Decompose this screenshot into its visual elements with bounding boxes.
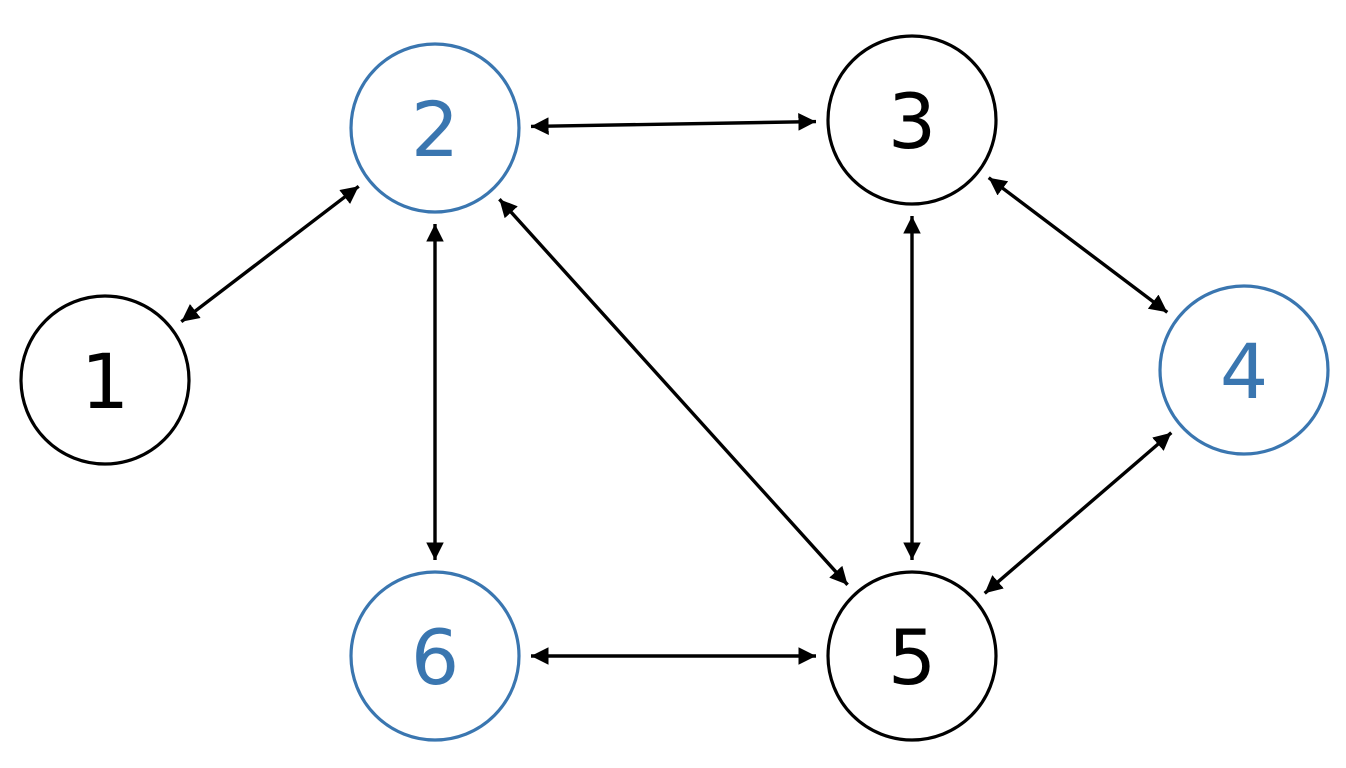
node-6-circle — [349, 570, 521, 742]
edge-1-2 — [180, 184, 360, 324]
edges-layer — [180, 113, 1173, 665]
node-4-label: 4 — [1220, 327, 1268, 416]
node-2: 2 — [349, 42, 521, 214]
edge-2-5 — [498, 198, 849, 586]
node-1: 1 — [19, 294, 191, 466]
node-6-label: 6 — [411, 613, 459, 702]
node-3-circle — [826, 34, 998, 206]
node-2-circle — [349, 42, 521, 214]
node-3-label: 3 — [888, 77, 936, 166]
edge-3-4 — [987, 176, 1169, 314]
node-5-circle — [826, 570, 998, 742]
nodes-layer: 1 2 3 4 5 6 — [19, 34, 1330, 742]
node-3: 3 — [826, 34, 998, 206]
node-1-label: 1 — [81, 337, 129, 426]
node-4-circle — [1158, 284, 1330, 456]
node-5-label: 5 — [888, 613, 936, 702]
edge-4-5 — [983, 431, 1173, 595]
node-6: 6 — [349, 570, 521, 742]
node-4: 4 — [1158, 284, 1330, 456]
node-2-label: 2 — [411, 85, 459, 174]
node-1-circle — [19, 294, 191, 466]
node-5: 5 — [826, 570, 998, 742]
edge-2-3 — [530, 113, 817, 135]
